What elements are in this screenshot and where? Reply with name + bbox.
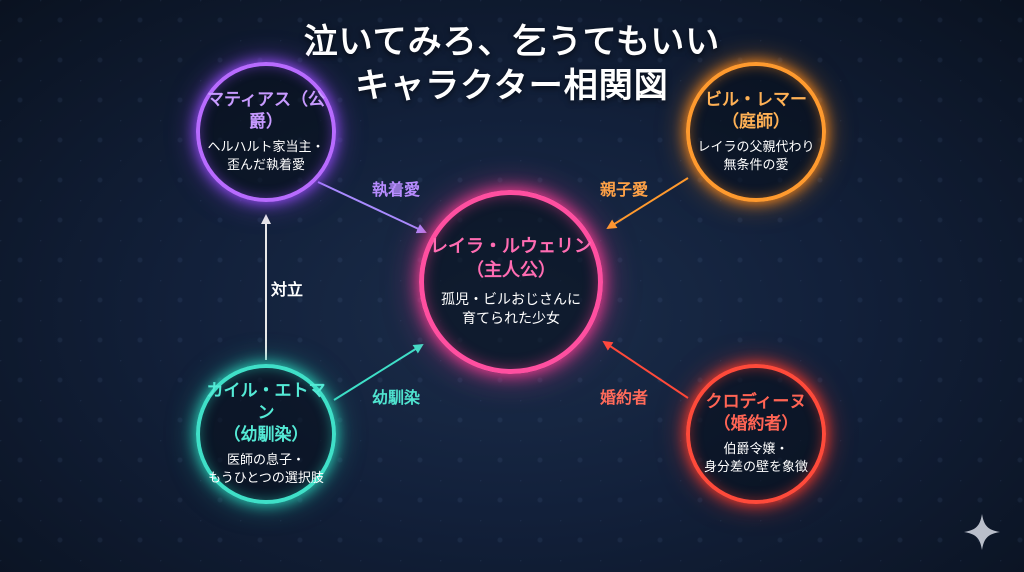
node-claudine: クロディーヌ （婚約者） 伯爵令嬢・ 身分差の壁を象徴	[686, 364, 826, 504]
node-claudine-desc-line2: 身分差の壁を象徴	[703, 460, 808, 475]
node-leila-name: レイラ・ルウェリン （主人公）	[430, 235, 592, 283]
node-matthias-desc-line2: 歪んだ執着愛	[226, 158, 305, 173]
node-claudine-name-line1: クロディーヌ	[705, 392, 807, 412]
node-leila: レイラ・ルウェリン （主人公） 孤児・ビルおじさんに 育てられた少女	[419, 190, 603, 374]
node-matthias-desc-line1: ヘルハルト家当主・	[207, 140, 325, 155]
chart-subtitle: キャラクター相関図	[355, 66, 669, 106]
node-bill-name-line1: ビル・レマー	[705, 90, 807, 110]
node-claudine-name: クロディーヌ （婚約者）	[706, 391, 807, 435]
node-leila-name-line1: レイラ・ルウェリン	[430, 236, 592, 257]
chart-title: 泣いてみろ、乞うてもいい	[303, 22, 721, 62]
sparkle-icon	[964, 514, 1000, 550]
arrow-parental	[606, 177, 689, 230]
node-kyle-name-line2: （幼馴染）	[223, 425, 309, 445]
node-kyle-desc-line2: もうひとつの選択肢	[208, 471, 324, 486]
arrow-fiance	[602, 340, 689, 399]
node-matthias: マティアス（公爵） ヘルハルト家当主・ 歪んだ執着愛	[196, 62, 336, 202]
node-claudine-desc: 伯爵令嬢・ 身分差の壁を象徴	[704, 441, 808, 477]
node-leila-name-line2: （主人公）	[466, 260, 556, 281]
node-bill-name-line2: （庭師）	[722, 112, 790, 132]
edge-label-obsession: 執着愛	[372, 180, 421, 199]
node-claudine-name-line2: （婚約者）	[713, 414, 799, 434]
node-matthias-desc: ヘルハルト家当主・ 歪んだ執着愛	[207, 139, 324, 175]
edge-label-fiance: 婚約者	[600, 388, 649, 407]
node-bill-desc-line1: レイラの父親代わり	[697, 140, 815, 155]
node-kyle-desc: 医師の息子・ もうひとつの選択肢	[208, 452, 324, 488]
node-kyle-name: カイル・エトマン （幼馴染）	[200, 380, 332, 446]
arrow-obsession	[317, 181, 427, 234]
node-leila-desc: 孤児・ビルおじさんに 育てられた少女	[441, 291, 581, 329]
node-claudine-desc-line1: 伯爵令嬢・	[723, 442, 789, 457]
node-kyle: カイル・エトマン （幼馴染） 医師の息子・ もうひとつの選択肢	[196, 364, 336, 504]
node-bill-desc: レイラの父親代わり 無条件の愛	[697, 139, 814, 175]
node-kyle-desc-line1: 医師の息子・	[226, 453, 305, 468]
node-leila-desc-line1: 孤児・ビルおじさんに	[441, 292, 581, 308]
arrow-childhood	[333, 343, 424, 401]
node-kyle-name-line1: カイル・エトマン	[206, 381, 326, 423]
node-bill-name: ビル・レマー （庭師）	[705, 89, 807, 133]
edge-label-parental: 親子愛	[600, 180, 649, 199]
node-bill-desc-line2: 無条件の愛	[723, 158, 789, 173]
edge-label-rivalry: 対立	[271, 280, 304, 299]
node-leila-desc-line2: 育てられた少女	[462, 311, 560, 327]
node-matthias-name: マティアス（公爵）	[207, 90, 325, 132]
edge-label-childhood: 幼馴染	[372, 388, 421, 407]
node-bill: ビル・レマー （庭師） レイラの父親代わり 無条件の愛	[686, 62, 826, 202]
